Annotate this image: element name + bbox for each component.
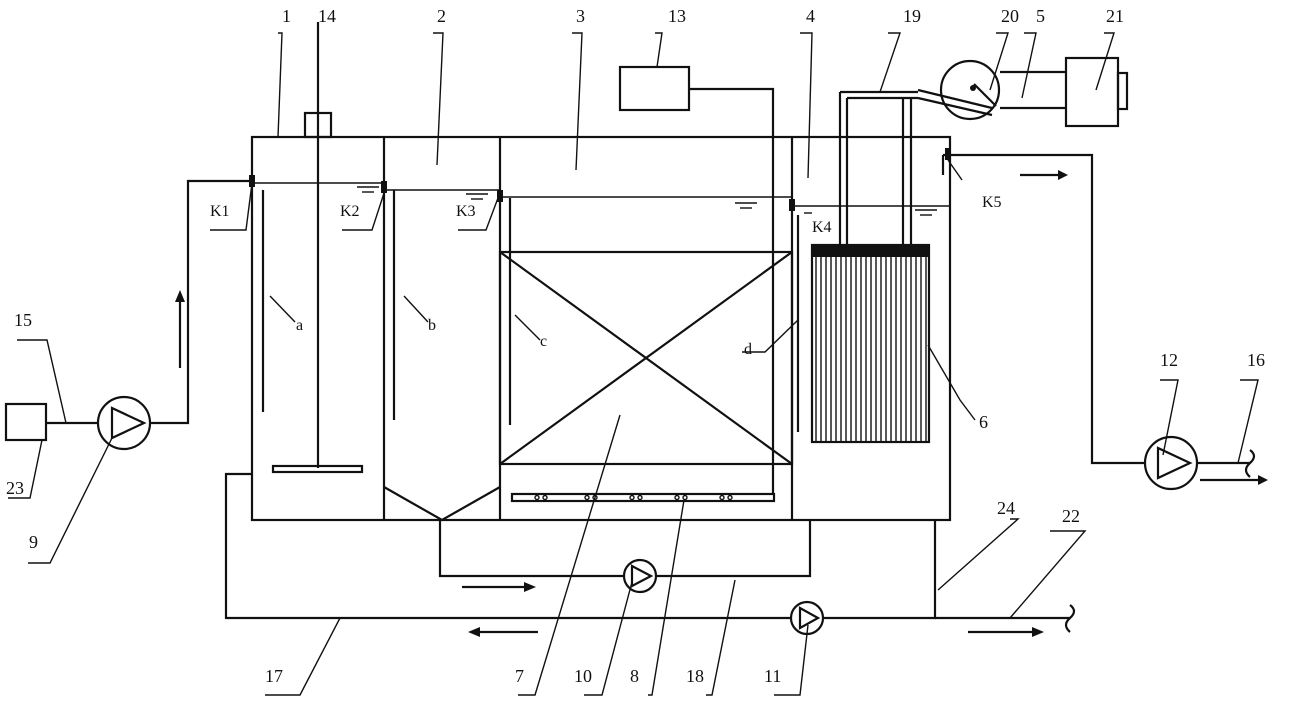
label-d: d <box>744 341 752 358</box>
inlet-line <box>4 179 252 451</box>
label-6: 6 <box>979 412 988 432</box>
baffles <box>261 190 800 432</box>
label-24: 24 <box>997 498 1015 518</box>
label-19: 19 <box>903 6 921 26</box>
flow-arrow-out <box>1020 170 1268 485</box>
air-line <box>689 87 775 494</box>
pump-12 <box>1143 435 1199 491</box>
aerator <box>510 492 776 503</box>
label-k5: K5 <box>982 194 1002 211</box>
label-a: a <box>296 317 303 334</box>
settling-hopper <box>383 486 501 522</box>
label-23: 23 <box>6 478 24 498</box>
label-k1: K1 <box>210 203 230 220</box>
label-1: 1 <box>282 6 291 26</box>
sludge-lines <box>224 472 1076 637</box>
motor-21 <box>1000 56 1129 128</box>
label-8: 8 <box>630 666 639 686</box>
label-16: 16 <box>1247 350 1265 370</box>
label-12: 12 <box>1160 350 1178 370</box>
label-b: b <box>428 317 436 334</box>
label-k4: K4 <box>812 219 832 236</box>
label-c: c <box>540 333 547 350</box>
stirrer <box>271 22 364 474</box>
label-21: 21 <box>1106 6 1124 26</box>
label-7: 7 <box>515 666 524 686</box>
suction-pipe <box>838 88 993 245</box>
label-20: 20 <box>1001 6 1019 26</box>
label-22: 22 <box>1062 506 1080 526</box>
valve-symbols <box>249 148 951 211</box>
label-15: 15 <box>14 310 32 330</box>
membrane-module <box>810 243 931 444</box>
label-11: 11 <box>764 666 781 686</box>
label-k2: K2 <box>340 203 360 220</box>
air-blower-box <box>618 65 691 112</box>
filler-packing <box>498 250 794 466</box>
suction-pump <box>939 59 1001 121</box>
label-18: 18 <box>686 666 704 686</box>
effluent-line <box>941 153 1256 478</box>
label-5: 5 <box>1036 6 1045 26</box>
label-k3: K3 <box>456 203 476 220</box>
label-10: 10 <box>574 666 592 686</box>
component-labels: 1 14 2 3 13 4 19 20 5 21 15 23 9 12 16 6… <box>6 6 1265 686</box>
valve-labels: K1 K2 K3 K4 K5 <box>210 194 1002 236</box>
baffle-labels: a b c d <box>296 317 752 358</box>
label-17: 17 <box>265 666 283 686</box>
leader-lines <box>8 32 1259 696</box>
label-3: 3 <box>576 6 585 26</box>
label-13: 13 <box>668 6 686 26</box>
label-4: 4 <box>806 6 815 26</box>
label-2: 2 <box>437 6 446 26</box>
label-9: 9 <box>29 532 38 552</box>
label-14: 14 <box>318 6 336 26</box>
